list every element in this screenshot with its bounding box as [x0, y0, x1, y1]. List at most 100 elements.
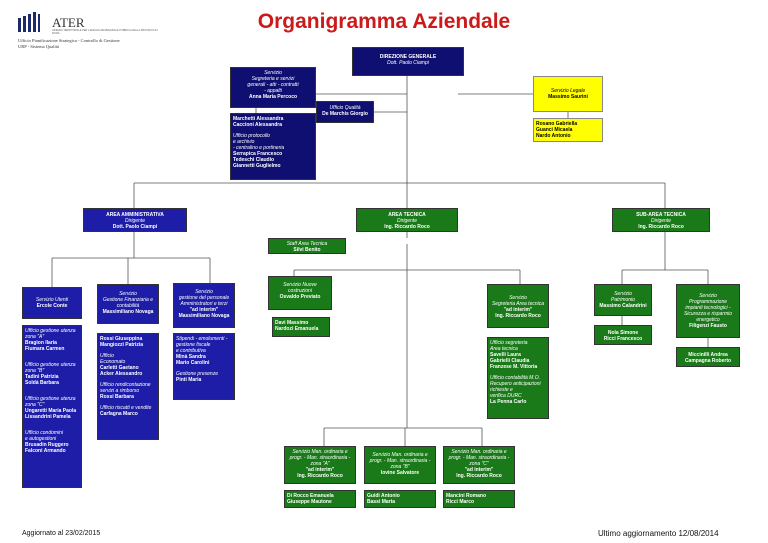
segreteria-label: Servizio	[509, 295, 527, 301]
manutenzione-label: Servizio Man. ordinaria e	[451, 449, 507, 455]
servizio-finanziaria-box: Servizio Gestione Finanziaria e contabil…	[97, 284, 159, 324]
finanziaria-label: Gestione Finanziaria e	[102, 297, 154, 303]
programmazione-label: Servizio	[699, 293, 717, 299]
staff-person: Nola Simone	[607, 330, 639, 336]
servizio-segreteria-tecnica-box: Servizio Segreteria Area tecnica "ad int…	[487, 284, 549, 328]
staff-person: Rossi Giuseppina	[100, 336, 143, 342]
office-label: zona "B"	[25, 368, 45, 374]
qualita-head: De Marchis Giorgio	[322, 111, 368, 117]
office-label: Ufficio condomini	[25, 430, 64, 436]
manutenzione-label: "ad interim"	[305, 467, 335, 473]
office-label: Ufficio riscatti e vendite	[100, 405, 152, 411]
manutenzione-label: zona "B"	[390, 464, 410, 470]
servizio-manutenzione-a-box: Servizio Man. ordinaria e progr. - Man. …	[284, 446, 356, 484]
nuove-label: costruzioni	[288, 288, 312, 294]
office-label: richieste e	[490, 387, 513, 393]
servizio-generali-line: generali - atti - contratti	[247, 82, 299, 88]
staff-person: Serrapica Francesco	[233, 151, 283, 157]
segreteria-label: Segreteria Area tecnica	[491, 301, 545, 307]
staff-person: Rosano Gabriella	[536, 121, 578, 127]
servizio-programmazione-box: Servizio Programmazione impianti tecnolo…	[676, 284, 740, 338]
programmazione-label: energetico	[696, 317, 720, 323]
staff-person: Miccinilli Andrea	[688, 352, 728, 358]
logo-sub-line-1: Ufficio Pianificazione Strategica - Cont…	[18, 38, 120, 43]
personale-label: "ad interim"	[189, 307, 219, 313]
staff-person: Guanci Micaela	[536, 127, 573, 133]
staff-person: Marchetti Alessandra	[233, 116, 284, 122]
office-label: Economato	[100, 359, 126, 365]
logo-sub-line-2: URP - Sistema Qualità	[18, 43, 59, 49]
servizio-segreteria-box: Servizio Segreteria e servizi generali -…	[230, 67, 316, 108]
segreteria-head: Ing. Riccardo Roco	[495, 313, 541, 319]
staff-label: Staff Area Tecnica	[286, 241, 328, 247]
staff-person: Falconi Armando	[25, 448, 66, 454]
manutenzione-c-staff-box: Mancini Romano Ricci Marco	[443, 490, 515, 508]
manutenzione-a-staff-box: Di Rocco Emanuela Giuseppe Mautone	[284, 490, 356, 508]
finanziaria-label: contabilità	[116, 303, 140, 309]
logo-name: ATER	[52, 15, 85, 30]
servizio-finanziaria-staff-box: Rossi Giuseppina Mangiozzi Patrizia Uffi…	[97, 333, 159, 440]
staff-person: Guidi Antonio	[367, 493, 400, 499]
programmazione-staff-box: Miccinilli Andrea Campagna Roberto	[676, 347, 740, 367]
area-title: AREA TECNICA	[388, 212, 426, 218]
office-label: Ufficio protocollo	[233, 133, 270, 139]
ater-logo: ATER AZIENDA TERRITORIALE PER L'EDILIZIA…	[18, 12, 158, 56]
staff-person: Minà Sandra	[176, 354, 206, 360]
area-role: Dirigente	[124, 218, 145, 224]
footer-updated-left: Aggiornato al 23/02/2015	[22, 530, 101, 537]
office-label: zona "A"	[25, 334, 45, 340]
area-amministrativa-box: AREA AMMINISTRATIVA Dirigente Dott. Paol…	[83, 208, 187, 232]
staff-person: Ungaretti Maria Paola	[25, 408, 77, 414]
staff-person: Gabrielli Claudia	[490, 358, 530, 364]
manutenzione-label: progr. - Man. straordinaria -	[369, 458, 431, 464]
servizio-personale-box: Servizio gestione del personale Amminist…	[173, 283, 235, 328]
office-label: Ufficio segreteria	[490, 340, 528, 346]
office-label: - centralino e portineria	[233, 145, 285, 151]
area-name: Ing. Riccardo Roco	[638, 224, 684, 230]
programmazione-label: Sicurezza e risparmio	[683, 311, 733, 317]
office-label: Ufficio	[100, 353, 114, 359]
area-title: SUB-AREA TECNICA	[636, 212, 686, 218]
staff-person: Davi Massimo	[275, 320, 309, 326]
legale-head: Massimo Saurini	[548, 94, 588, 100]
nuove-costruzioni-staff-box: Davi Massimo Nardozi Emanuela	[272, 317, 330, 337]
manutenzione-label: progr. - Man. straordinaria -	[289, 455, 351, 461]
office-label: zona "C"	[25, 402, 45, 408]
staff-person: Bragion Ilaria	[25, 340, 57, 346]
office-label: servizi a rimborso	[100, 388, 140, 394]
staff-person: Campagna Roberto	[684, 358, 732, 364]
staff-area-tecnica-box: Staff Area Tecnica Silvi Benito	[268, 238, 346, 254]
nuove-head: Osvaldo Previato	[279, 294, 321, 300]
staff-person: Ricci Marco	[446, 499, 475, 505]
direzione-generale-box: DIREZIONE GENERALE Dott. Paolo Ciampi	[352, 47, 464, 76]
office-label: Ufficio gestione utenza	[25, 328, 76, 334]
servizio-generali-line: Servizio	[264, 70, 282, 76]
office-label: Ufficio rendicontazione	[100, 382, 151, 388]
page-title: Organigramma Aziendale	[257, 10, 511, 33]
staff-person: Franzese M. Vittoria	[490, 364, 538, 370]
manutenzione-label: zona "A"	[310, 461, 330, 467]
staff-person: Fiumara Carmen	[25, 346, 65, 352]
area-title: AREA AMMINISTRATIVA	[106, 212, 164, 218]
direzione-title: DIREZIONE GENERALE	[379, 54, 437, 60]
staff-person: Pinti Maria	[176, 377, 202, 383]
sub-area-tecnica-box: SUB-AREA TECNICA Dirigente Ing. Riccardo…	[612, 208, 710, 232]
office-label: gestione fiscale	[176, 342, 211, 348]
office-label: e archivio	[233, 139, 255, 145]
staff-person: Lissandrini Pamela	[25, 414, 71, 420]
logo-tagline: AZIENDA TERRITORIALE PER L'EDILIZIA RESI…	[52, 29, 158, 35]
footer-updated-right: Ultimo aggiornamento 12/08/2014	[598, 529, 719, 538]
servizio-personale-staff-box: Stipendi - emolumenti - gestione fiscale…	[173, 333, 235, 400]
logo-mark	[18, 12, 40, 32]
staff-person: Di Rocco Emanuela	[287, 493, 334, 499]
servizio-nuove-costruzioni-box: Servizio Nuove costruzioni Osvaldo Previ…	[268, 276, 332, 310]
servizio-generali-staff-box: Marchetti Alessandra Caccioni Alessandra…	[230, 113, 316, 180]
office-label: e autogestioni	[25, 436, 57, 442]
office-label: Ufficio gestione utenza	[25, 396, 76, 402]
personale-label: gestione del personale	[178, 295, 230, 301]
manutenzione-label: progr. - Man. straordinaria -	[448, 455, 510, 461]
staff-person: Carletti Gaetano	[100, 365, 139, 371]
legale-label: Servizio Legale	[550, 88, 586, 94]
servizio-patrimonio-box: Servizio Patrimonio Massimo Calandrini	[594, 284, 652, 316]
